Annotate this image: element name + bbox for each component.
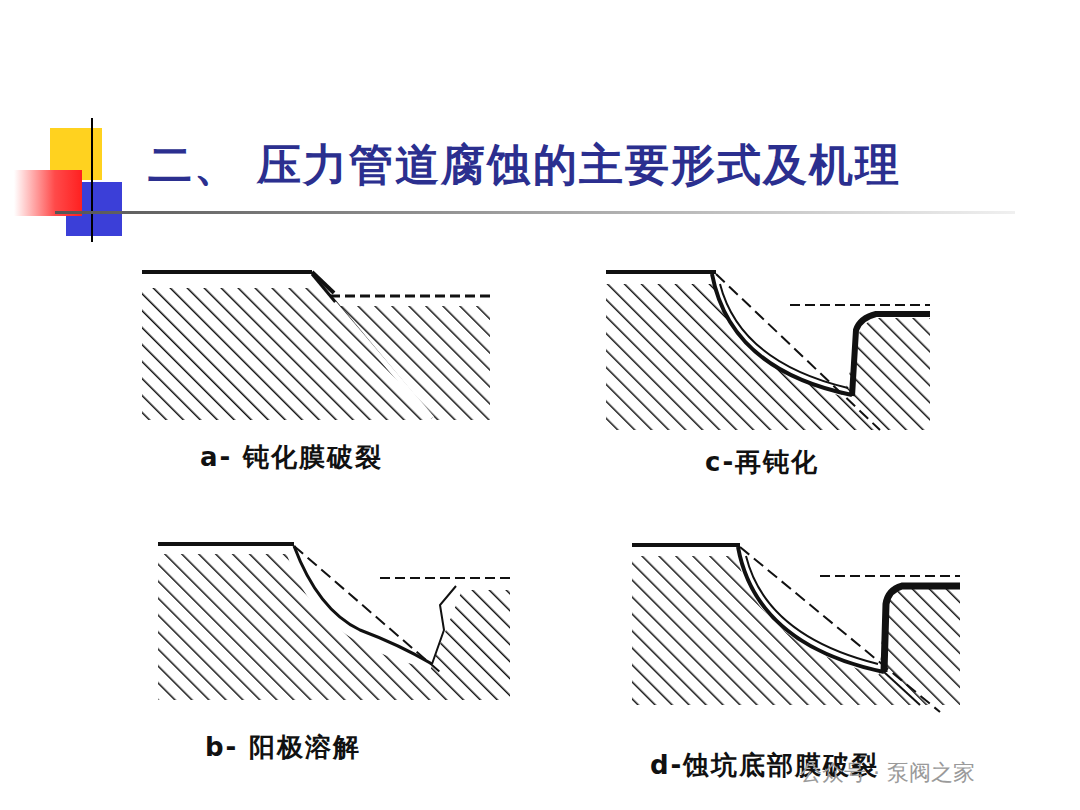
figure-caption: a- 钝化膜破裂 [200,440,383,475]
figure-b [158,544,510,700]
figure-d [632,545,960,712]
figure-a [142,272,490,420]
title-decoration [14,118,1015,242]
watermark: 公众号 · 泵阀之家 [800,758,975,788]
figure-caption: c-再钝化 [705,445,819,480]
figure-caption: b- 阳极溶解 [205,730,361,765]
slide-title: 二、 压力管道腐蚀的主要形式及机理 [148,136,901,195]
figure-c [606,272,930,430]
